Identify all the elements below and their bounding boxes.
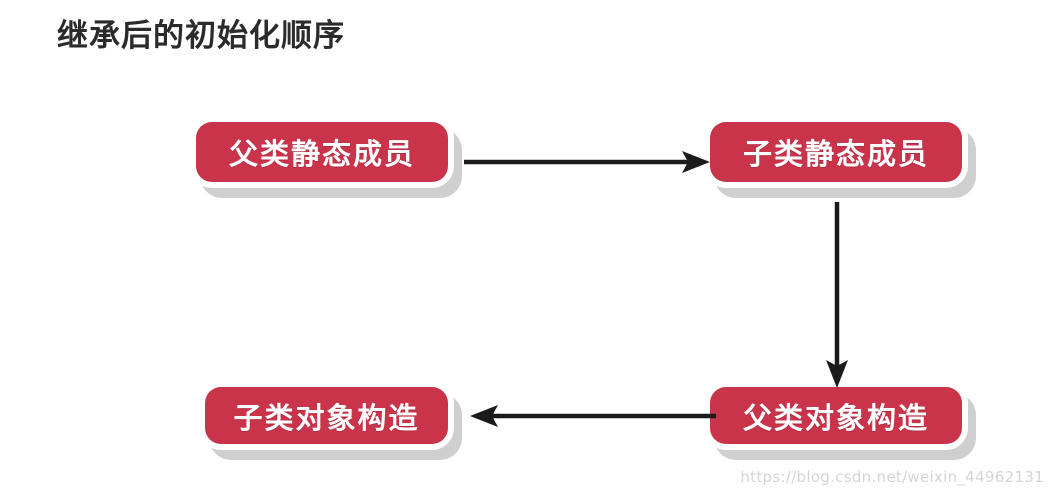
node-label-child-ctor: 子类对象构造 [233,400,420,435]
node-pill-background [710,122,962,182]
watermark-text: https://blog.csdn.net/weixin_44962131 [740,468,1044,486]
node-pill-background [205,387,448,444]
node-parent-static[interactable]: 父类静态成员 [190,116,462,198]
node-pill-background [196,122,448,182]
node-child-ctor[interactable]: 子类对象构造 [199,381,462,460]
node-label-parent-ctor: 父类对象构造 [742,400,929,435]
arrow-right-icon-top [464,151,710,173]
node-pill-background [710,387,962,444]
arrow-down-icon-right [826,202,848,388]
node-label-child-static: 子类静态成员 [742,137,929,171]
node-label-parent-static: 父类静态成员 [228,137,415,171]
node-child-static[interactable]: 子类静态成员 [704,116,976,198]
page-title: 继承后的初始化顺序 [57,18,345,54]
arrow-left-icon-bottom [470,405,716,427]
node-parent-ctor[interactable]: 父类对象构造 [704,381,976,460]
